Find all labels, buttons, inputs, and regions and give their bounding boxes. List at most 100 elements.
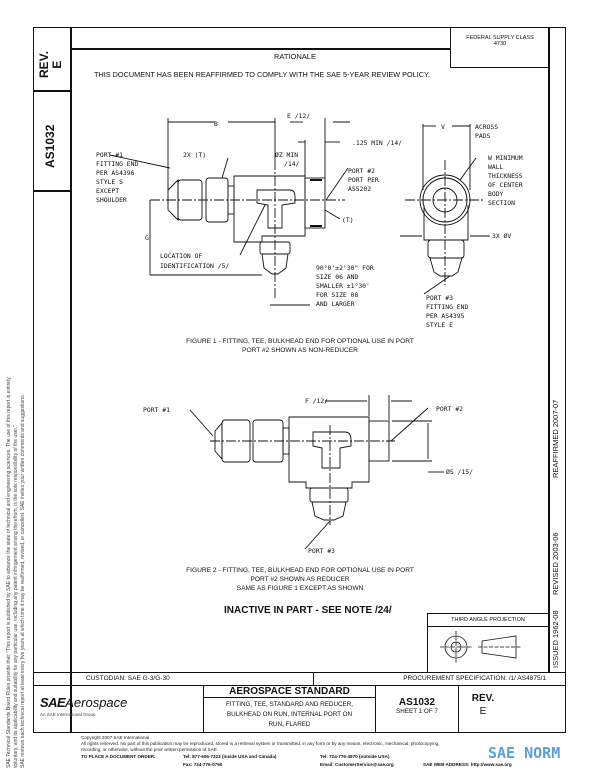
fig2-port3-label: PORT #3 <box>308 547 335 555</box>
w-note: BODY <box>488 190 504 198</box>
port1-label: FITTING END <box>96 160 138 168</box>
left-strip-divider <box>70 27 72 733</box>
w-note: OF CENTER <box>488 181 523 189</box>
three-x-v-label: 3X ØV <box>492 232 511 240</box>
z-min-label: /14/ <box>284 160 300 168</box>
sheet-number: SHEET 1 OF 7 <box>396 708 438 715</box>
sae-aerospace-logo: SAEAerospace An SAE International Group <box>40 694 127 717</box>
caption-line: SAME AS FIGURE 1 EXCEPT AS SHOWN <box>236 585 364 592</box>
angle-note: 90°0'±2'30" FOR <box>316 264 374 272</box>
title-line: BULKHEAD ON RUN, INTERNAL PORT ON <box>226 711 353 718</box>
federal-supply-class-value: 4730 <box>493 41 507 47</box>
federal-supply-class-box: FEDERAL SUPPLY CLASS 4730 <box>450 27 549 68</box>
location-label: IDENTIFICATION /5/ <box>160 262 229 270</box>
document-title: FITTING, TEE, STANDARD AND REDUCER, BULK… <box>204 700 375 730</box>
across-pads-label: ACROSS <box>475 123 498 131</box>
rev-label: REV. <box>471 693 495 704</box>
custodian: CUSTODIAN: SAE G-3/G-30 <box>86 675 170 682</box>
rule <box>33 672 566 674</box>
port1-label: PER AS4396 <box>96 169 135 177</box>
watermark: SAE NORM <box>488 744 561 762</box>
left-strip-rule <box>33 190 70 192</box>
figure-1-drawing <box>109 118 490 306</box>
w-note: W MINIMUM <box>488 154 523 162</box>
angle-note: AND LARGER <box>316 300 355 308</box>
port1-label: PORT #1 <box>96 151 123 159</box>
port3-label: FITTING END <box>426 303 468 311</box>
dim-e-label: E /12/ <box>287 112 310 120</box>
caption-line: FIGURE 2 - FITTING, TEE, BULKHEAD END FO… <box>186 567 414 574</box>
order-label: TO PLACE A DOCUMENT ORDER: <box>81 754 156 759</box>
t-label: (T) <box>342 216 354 224</box>
w-note: WALL <box>488 163 504 171</box>
two-x-t-label: 2X (T) <box>183 151 206 159</box>
logo-sae: SAE <box>40 695 66 710</box>
angle-note: FOR SIZE 08 <box>316 291 358 299</box>
angle-note: SMALLER ±1°30' <box>316 282 370 290</box>
tel-inside: Tel: 877-606-7323 (inside USA and Canada… <box>183 754 277 759</box>
rights-notice: All rights reserved. No part of this pub… <box>81 740 440 746</box>
aerospace-standard-heading: AEROSPACE STANDARD <box>229 686 350 697</box>
rule <box>458 685 460 733</box>
port2-label: PORT #2 <box>348 167 375 175</box>
doc-number-block: AS1032 SHEET 1 OF 7 <box>376 697 458 715</box>
inactive-note: INACTIVE IN PART - SEE NOTE /24/ <box>224 605 392 616</box>
copyright: Copyright 2007 SAE International <box>81 735 150 740</box>
rev-value: E <box>479 706 487 717</box>
port3-label: PER AS4395 <box>426 312 465 320</box>
title-line: FITTING, TEE, STANDARD AND REDUCER, <box>225 701 354 708</box>
caption-line: PORT #2 SHOWN AS REDUCER <box>250 576 350 583</box>
figure-1-labels: B E /12/ .125 MIN /14/ PORT #1 FITTING E… <box>96 112 523 329</box>
doc-number: AS1032 <box>398 697 436 708</box>
port2-label: AS5202 <box>348 185 371 193</box>
title-line: RUN, FLARED <box>268 721 311 728</box>
federal-supply-class-label: FEDERAL SUPPLY CLASS <box>466 35 534 41</box>
port1-label: SHOULDER <box>96 196 127 204</box>
tel-outside: Tel: 724-776-4970 (outside USA) <box>320 754 390 759</box>
location-label: LOCATION OF <box>160 252 202 260</box>
fig2-port2-label: PORT #2 <box>436 405 463 413</box>
angle-note: SIZE 06 AND <box>316 273 358 281</box>
header-rule <box>70 48 450 50</box>
procurement-spec: PROCUREMENT SPECIFICATION: /1/ AS4875/1 <box>403 675 546 682</box>
rationale-title: RATIONALE <box>274 52 316 61</box>
across-pads-label: PADS <box>475 132 491 140</box>
rule <box>203 685 205 733</box>
projection-label: THIRD ANGLE PROJECTION <box>428 614 548 627</box>
rationale-text: THIS DOCUMENT HAS BEEN REAFFIRMED TO COM… <box>94 70 430 79</box>
port3-label: PORT #3 <box>426 294 453 302</box>
dim-f-label: F /12/ <box>305 397 328 405</box>
port3-label: STYLE E <box>426 321 453 329</box>
rule <box>204 697 375 699</box>
projection-box: THIRD ANGLE PROJECTION <box>427 613 549 672</box>
figure-1-caption: FIGURE 1 - FITTING, TEE, BULKHEAD END FO… <box>100 337 500 355</box>
port2-label: PORT PER <box>348 176 379 184</box>
caption-line: FIGURE 1 - FITTING, TEE, BULKHEAD END FO… <box>186 338 414 345</box>
web-address: SAE WEB ADDRESS: http://www.sae.org <box>423 762 512 767</box>
right-strip-divider <box>548 27 550 672</box>
rule <box>33 685 566 687</box>
port1-label: EXCEPT <box>96 187 119 195</box>
drawing-frame <box>33 27 566 733</box>
left-strip-rule <box>33 90 70 92</box>
fax: Fax: 724-776-0790 <box>183 762 223 767</box>
figure-2-drawing <box>189 395 444 550</box>
rights-notice: recording, or otherwise, without the pri… <box>81 746 219 752</box>
caption-line: PORT #2 SHOWN AS NON-REDUCER <box>242 347 358 354</box>
dim-b-label: B <box>214 120 218 128</box>
port1-label: STYLE S <box>96 178 123 186</box>
dim-125-label: .125 MIN /14/ <box>352 139 402 147</box>
w-note: THICKNESS <box>488 172 523 180</box>
rev-block: REV. E <box>459 692 507 718</box>
figure-2-caption: FIGURE 2 - FITTING, TEE, BULKHEAD END FO… <box>100 566 500 593</box>
rule <box>313 672 315 685</box>
fig2-port1-label: PORT #1 <box>143 406 170 414</box>
logo-aerospace: Aerospace <box>65 695 128 710</box>
third-angle-projection-icon <box>440 631 522 663</box>
rule <box>375 685 377 733</box>
footer: Copyright 2007 SAE International All rig… <box>81 735 439 752</box>
dim-v-label: V <box>441 123 445 131</box>
figure-2-labels: F /12/ PORT #1 PORT #2 ØS /15/ PORT #3 <box>143 397 473 555</box>
w-note: SECTION <box>488 199 515 207</box>
